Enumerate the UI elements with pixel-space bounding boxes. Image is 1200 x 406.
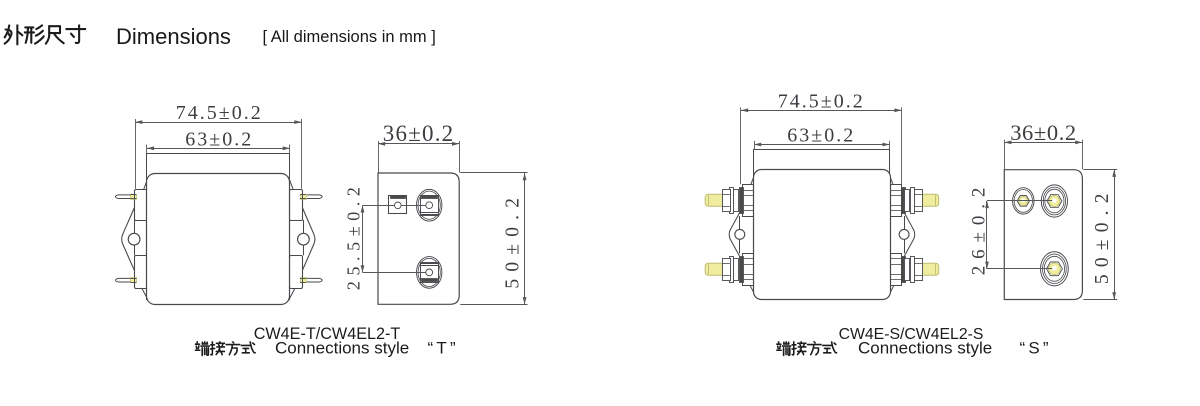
svg-text:63±0.2: 63±0.2 [185,128,253,150]
svg-text:[ All dimensions in mm ]: [ All dimensions in mm ] [263,28,436,46]
svg-text:Connections style: Connections style [858,339,992,358]
svg-text:CW4E-T/CW4EL2-T: CW4E-T/CW4EL2-T [254,325,401,343]
svg-text:74.5±0.2: 74.5±0.2 [176,102,263,124]
svg-text:26±0.2: 26±0.2 [969,181,990,276]
svg-text:50±0.2: 50±0.2 [502,191,523,289]
svg-text:25.5±0.2: 25.5±0.2 [343,181,363,290]
svg-text:Dimensions: Dimensions [116,24,231,49]
svg-text:36±0.2: 36±0.2 [1010,120,1077,145]
svg-text:50±0.2: 50±0.2 [1092,186,1113,284]
svg-text:Connections style: Connections style [275,339,409,358]
svg-text:63±0.2: 63±0.2 [787,125,855,147]
svg-text:74.5±0.2: 74.5±0.2 [778,90,865,112]
svg-text:CW4E-S/CW4EL2-S: CW4E-S/CW4EL2-S [839,326,984,343]
svg-text:36±0.2: 36±0.2 [383,121,455,146]
svg-text:“S”: “S” [1020,339,1052,358]
svg-text:“T”: “T” [428,339,459,358]
